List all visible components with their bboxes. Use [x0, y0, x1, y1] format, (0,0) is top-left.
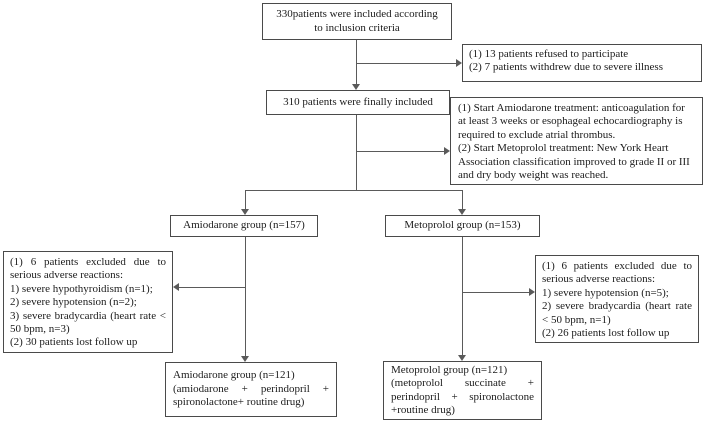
box-metoprolol-group: Metoprolol group (n=153)	[385, 215, 540, 237]
box-amiodarone-exclusions: (1) 6 patients excluded due to serious a…	[3, 251, 173, 353]
connector-included-to-split	[356, 115, 357, 190]
box-included: 310 patients were finally included	[266, 90, 450, 115]
arrow-down-icon	[241, 209, 249, 215]
box-enrolled: 330patients were included according to i…	[262, 3, 452, 40]
box-amiodarone-final: Amiodarone group (n=121) (amiodarone + p…	[165, 362, 337, 417]
connector-enrolled-to-included	[356, 40, 357, 84]
connector-split-to-metoprolol	[462, 190, 463, 209]
arrow-right-icon	[529, 288, 535, 296]
connector-metoprolol-to-final	[462, 237, 463, 355]
connector-to-initial-exclusions	[356, 63, 456, 64]
arrow-right-icon	[456, 59, 462, 67]
box-amiodarone-group: Amiodarone group (n=157)	[170, 215, 318, 237]
box-treatment-criteria: (1) Start Amiodarone treatment: anticoag…	[450, 97, 703, 185]
connector-to-amiodarone-exclusions	[179, 287, 245, 288]
box-initial-exclusions: (1) 13 patients refused to participate (…	[462, 44, 702, 82]
arrow-down-icon	[458, 355, 466, 361]
arrow-down-icon	[352, 84, 360, 90]
connector-split-to-amiodarone	[245, 190, 246, 209]
box-metoprolol-final: Metoprolol group (n=121) (metoprolol suc…	[383, 361, 542, 420]
connector-amiodarone-to-final	[245, 237, 246, 356]
connector-to-treatment-criteria	[356, 151, 444, 152]
box-metoprolol-exclusions: (1) 6 patients excluded due to serious a…	[535, 255, 699, 343]
arrow-down-icon	[458, 209, 466, 215]
connector-to-metoprolol-exclusions	[462, 292, 529, 293]
arrow-left-icon	[173, 283, 179, 291]
arrow-right-icon	[444, 147, 450, 155]
arrow-down-icon	[241, 356, 249, 362]
connector-split-bar	[245, 190, 462, 191]
